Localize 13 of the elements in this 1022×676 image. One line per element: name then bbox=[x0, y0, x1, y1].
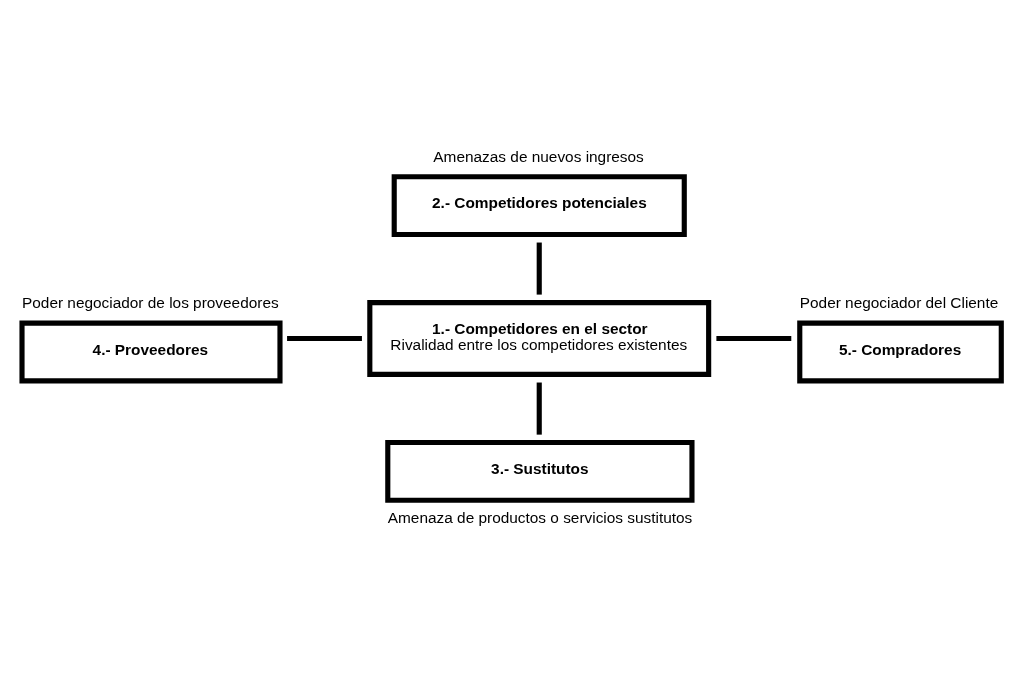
node-box: 2.- Competidores potenciales bbox=[391, 173, 687, 237]
node-label: Amenazas de nuevos ingresos bbox=[433, 147, 644, 165]
node-box: 4.- Proveedores bbox=[19, 320, 283, 383]
node-label: Amenaza de productos o servicios sustitutos bbox=[387, 508, 693, 526]
node-label: Poder negociador del Cliente bbox=[799, 293, 999, 311]
connector bbox=[287, 335, 362, 341]
node-label: Poder negociador de los proveedores bbox=[22, 293, 279, 311]
node-box: 3.- Sustitutos bbox=[385, 439, 695, 503]
connector bbox=[716, 335, 792, 341]
connector bbox=[536, 242, 542, 295]
node-box: 5.- Compradores bbox=[797, 320, 1004, 383]
connector bbox=[536, 382, 542, 435]
node-box: 1.- Competidores en el sector Rivalidad entre los competidores existentes bbox=[367, 299, 712, 377]
